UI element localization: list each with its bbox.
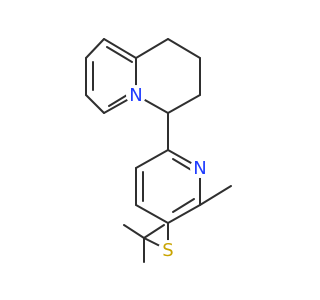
bond-25 — [199, 185, 232, 206]
bond-23-double — [172, 198, 195, 213]
molecule-diagram: N N S — [85, 38, 232, 263]
bond-21 — [135, 149, 169, 169]
bond-4 — [85, 94, 105, 114]
bond-18 — [167, 204, 201, 224]
bond-layer — [85, 38, 232, 263]
atom-s-thioether-label: S — [162, 240, 173, 261]
bond-13 — [167, 94, 201, 114]
bond-7-double — [106, 46, 133, 63]
bond-11 — [167, 38, 201, 59]
bond-29 — [123, 224, 145, 239]
bond-1 — [103, 38, 137, 59]
bond-10 — [135, 38, 169, 59]
bond-19 — [135, 204, 169, 224]
bond-22-double — [172, 158, 194, 172]
atom-layer: N N S — [126, 85, 210, 261]
atom-n-pyridine-label: N — [193, 158, 206, 179]
bond-30 — [143, 224, 165, 239]
atom-n-pyridine-background — [190, 158, 210, 178]
atom-n-pyridine: N — [190, 158, 210, 179]
atom-s-thioether: S — [158, 240, 178, 261]
bond-2 — [85, 38, 105, 59]
molecule-structure: N N S — [85, 38, 232, 263]
atom-n-quinoline: N — [126, 85, 146, 106]
atom-n-quinoline-background — [126, 85, 146, 105]
atom-n-quinoline-label: N — [129, 85, 142, 106]
atom-s-thioether-background — [158, 240, 178, 260]
